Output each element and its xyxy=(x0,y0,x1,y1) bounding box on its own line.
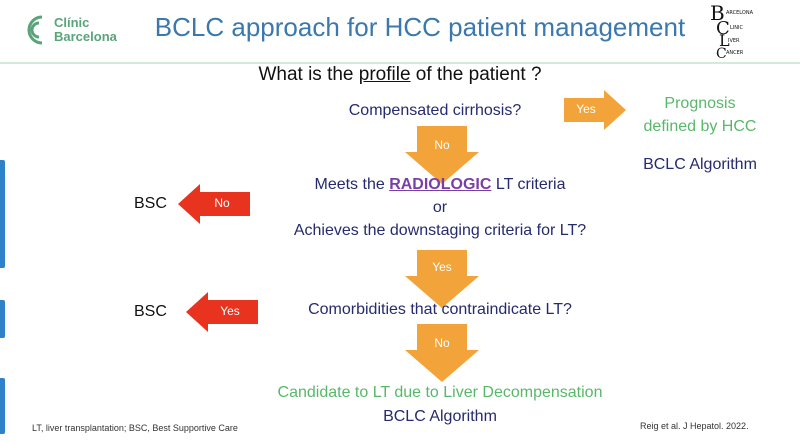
question-profile-word: profile xyxy=(358,64,411,85)
svg-text:L: L xyxy=(719,31,730,50)
svg-text:LINIC: LINIC xyxy=(730,25,743,31)
no-arrow-left: No xyxy=(178,184,250,224)
no-arrow-left-label: No xyxy=(214,196,230,210)
page-title: BCLC approach for HCC patient management xyxy=(154,12,686,42)
clinic-logo-text: Clínic Barcelona xyxy=(54,16,117,44)
svg-text:ARCELONA: ARCELONA xyxy=(726,10,754,16)
bclc-algorithm-right: BCLC Algorithm xyxy=(643,156,757,173)
downstaging-question: Achieves the downstaging criteria for LT… xyxy=(293,222,587,239)
compensated-cirrhosis-question: Compensated cirrhosis? xyxy=(348,102,522,119)
or-connector: or xyxy=(432,199,448,216)
question-suffix: of the patient ? xyxy=(410,64,542,85)
left-arrow-icon xyxy=(178,184,250,224)
logo-line-1: Clínic xyxy=(54,15,90,30)
yes-arrow-left: Yes xyxy=(186,292,258,332)
meets-suffix: LT criteria xyxy=(491,176,566,193)
prognosis-line-1: Prognosis xyxy=(664,95,736,112)
prognosis-line-2: defined by HCC xyxy=(643,118,757,135)
down-arrow-icon xyxy=(405,126,479,184)
bsc-label-1: BSC xyxy=(134,195,167,212)
profile-question: What is the profile of the patient ? xyxy=(250,64,550,86)
left-edge-tab-3 xyxy=(0,378,5,434)
left-edge-tab-1 xyxy=(0,160,5,268)
clinic-logo-icon xyxy=(27,15,43,45)
no-arrow-down-1-label: No xyxy=(434,138,450,152)
svg-text:B: B xyxy=(710,2,725,25)
prognosis-box: Prognosis defined by HCC xyxy=(630,92,770,138)
header-divider xyxy=(0,62,800,64)
bclc-algorithm-bottom: BCLC Algorithm xyxy=(383,408,497,425)
bclc-logo: B C L C ARCELONA LINIC IVER ANCER xyxy=(706,1,768,65)
no-arrow-down-2-label: No xyxy=(434,336,450,350)
yes-arrow-down-label: Yes xyxy=(432,260,452,274)
svg-text:ANCER: ANCER xyxy=(726,50,744,56)
svg-text:C: C xyxy=(716,46,727,60)
right-arrow-icon xyxy=(564,90,626,130)
footer-reference: Reig et al. J Hepatol. 2022. xyxy=(640,421,749,431)
bclc-logo-icon: B C L C ARCELONA LINIC IVER ANCER xyxy=(710,1,754,62)
yes-arrow-right: Yes xyxy=(564,90,626,130)
question-prefix: What is the xyxy=(258,64,359,85)
svg-text:C: C xyxy=(716,18,730,39)
no-arrow-down-2: No xyxy=(405,324,479,382)
comorbidities-question: Comorbidities that contraindicate LT? xyxy=(308,301,572,318)
clinic-barcelona-logo: Clínic Barcelona xyxy=(22,13,117,47)
meets-prefix: Meets the xyxy=(314,176,390,193)
left-edge-tab-2 xyxy=(0,300,5,338)
footer-abbreviations: LT, liver transplantation; BSC, Best Sup… xyxy=(32,423,238,433)
left-arrow-icon xyxy=(186,292,258,332)
meets-criteria-question: Meets the RADIOLOGIC LT criteria xyxy=(270,176,610,194)
yes-arrow-down: Yes xyxy=(405,250,479,308)
bsc-label-2: BSC xyxy=(134,303,167,320)
svg-text:IVER: IVER xyxy=(728,38,740,44)
yes-arrow-right-label: Yes xyxy=(576,102,596,116)
no-arrow-down-1: No xyxy=(405,126,479,184)
down-arrow-icon xyxy=(405,324,479,382)
radiologic-word: RADIOLOGIC xyxy=(389,176,492,193)
logo-line-2: Barcelona xyxy=(54,29,117,44)
down-arrow-icon xyxy=(405,250,479,308)
yes-arrow-left-label: Yes xyxy=(220,304,240,318)
candidate-outcome: Candidate to LT due to Liver Decompensat… xyxy=(277,384,603,401)
